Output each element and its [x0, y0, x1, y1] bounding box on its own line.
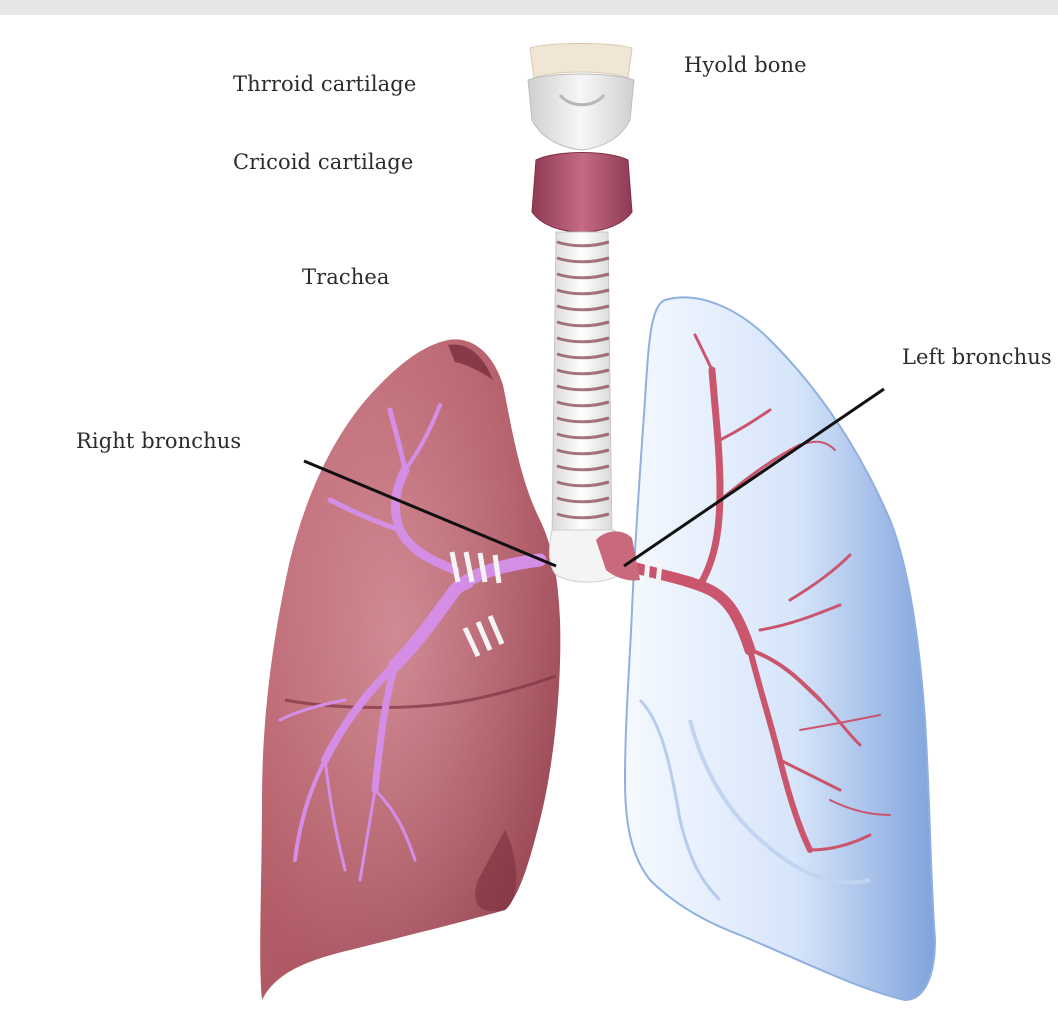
label-thyroid-cartilage: Thrroid cartilage	[233, 74, 416, 95]
right-lung-shine	[260, 339, 560, 1000]
label-hyoid-bone: Hyold bone	[684, 55, 807, 76]
thyroid-cartilage	[528, 74, 634, 150]
left-lung	[625, 297, 935, 1000]
left-lung-body	[625, 297, 935, 1000]
label-left-bronchus: Left bronchus	[902, 347, 1052, 368]
label-right-bronchus: Right bronchus	[76, 431, 241, 452]
trachea-tube	[552, 232, 612, 555]
cricoid-cartilage	[532, 153, 632, 233]
hyoid-bone	[530, 44, 632, 79]
label-trachea: Trachea	[302, 267, 390, 288]
right-lung	[260, 339, 560, 1000]
label-cricoid-cartilage: Cricoid cartilage	[233, 152, 413, 173]
